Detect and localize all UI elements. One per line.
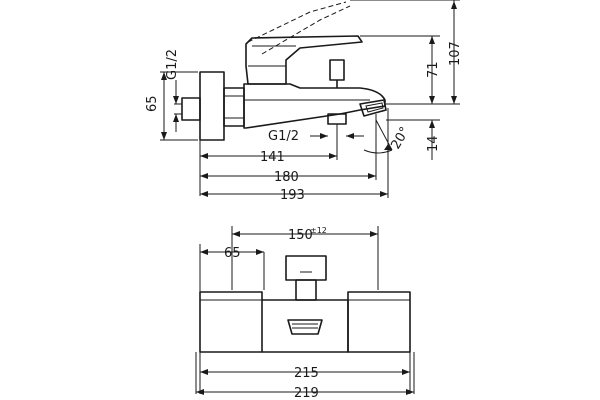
connector-nut xyxy=(223,87,245,127)
dim-14: 14 xyxy=(426,135,441,152)
left-cap xyxy=(199,291,263,353)
right-cap xyxy=(347,291,411,353)
dim-20deg: 20° xyxy=(388,125,413,152)
inlet-connector xyxy=(181,97,201,121)
dim-g12-outlet: G1/2 xyxy=(268,129,299,144)
dim-150-tolerance: ±12 xyxy=(310,226,327,235)
front-body xyxy=(262,299,349,353)
dim-65-front: 65 xyxy=(224,246,241,261)
faucet-body xyxy=(243,83,386,129)
dim-193: 193 xyxy=(280,188,305,203)
wall-body xyxy=(199,71,225,141)
front-view: 150 ±12 65 215 219 xyxy=(195,226,415,400)
dim-141: 141 xyxy=(260,150,285,165)
dim-65-side: 65 xyxy=(145,95,160,112)
lever-raised-position xyxy=(247,1,351,55)
dim-219: 219 xyxy=(294,386,319,400)
lever-stem xyxy=(295,279,317,301)
lever-front xyxy=(285,255,327,281)
outlet-grille xyxy=(287,319,323,335)
dim-71: 71 xyxy=(426,61,441,78)
dim-107: 107 xyxy=(448,41,463,66)
diverter-knob xyxy=(329,59,345,81)
side-view: 141 180 193 65 G1/2 G1/2 20° xyxy=(145,0,463,203)
dim-g12-inlet: G1/2 xyxy=(165,49,180,80)
dim-215: 215 xyxy=(294,366,319,381)
dim-150: 150 xyxy=(288,228,313,243)
dim-180: 180 xyxy=(274,170,299,185)
lever-handle xyxy=(245,35,363,85)
spout-outlet xyxy=(359,99,387,117)
